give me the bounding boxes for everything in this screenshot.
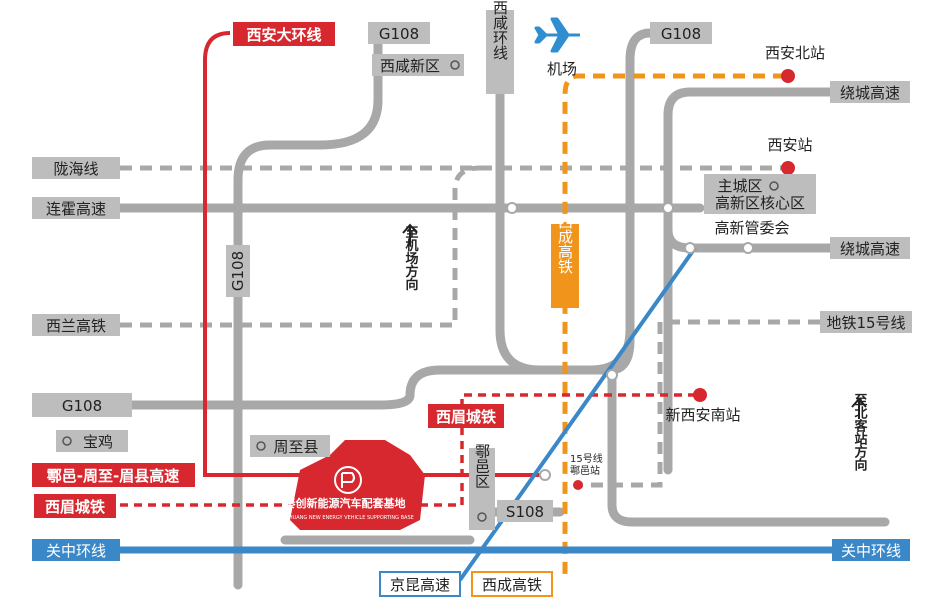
- svg-text:西眉城铁: 西眉城铁: [436, 408, 496, 426]
- label-guanzhong-left: 关中环线: [32, 539, 120, 561]
- station-ring-icon: [506, 202, 518, 214]
- label-ring-road: 西安大环线: [233, 22, 335, 46]
- label-raocheng-right: 绕城高速: [830, 237, 910, 259]
- svg-text:S108: S108: [506, 503, 544, 521]
- label-line15-huyi: 15号线鄠邑站: [570, 452, 603, 477]
- metro15-line: [580, 319, 820, 488]
- label-hitech-committee: 高新管委会: [714, 219, 789, 237]
- svg-text:关中环线: 关中环线: [841, 542, 901, 560]
- label-main-city: 主城区 高新区核心区: [704, 174, 816, 214]
- road-network: [115, 28, 890, 590]
- svg-text:鄠邑区: 鄠邑区: [473, 444, 491, 489]
- label-g108-top-left: G108: [368, 22, 430, 44]
- svg-text:西兰高铁: 西兰高铁: [46, 317, 106, 335]
- svg-text:西咸环线: 西咸环线: [491, 0, 509, 60]
- label-g108-top-right: G108: [650, 22, 712, 44]
- label-huyi-district: 鄠邑区: [469, 444, 495, 530]
- svg-text:绕城高速: 绕城高速: [840, 84, 900, 102]
- g108-vertical-road: [233, 35, 383, 590]
- svg-text:关中环线: 关中环线: [46, 542, 106, 560]
- svg-text:至机场方向: 至机场方向: [403, 226, 419, 292]
- svg-text:G108: G108: [229, 251, 247, 291]
- label-xicheng-bottom: 西成高铁: [471, 571, 553, 597]
- svg-text:宝鸡: 宝鸡: [83, 433, 113, 451]
- base-name: 秦创新能源汽车配套基地: [284, 496, 406, 510]
- label-raocheng-top: 绕城高速: [830, 81, 910, 103]
- label-guanzhong-right: 关中环线: [832, 539, 910, 561]
- station-ring-icon: [606, 369, 618, 381]
- station-ring-icon: [539, 469, 551, 481]
- label-lianhuo: 连霍高速: [32, 197, 120, 219]
- line15-dot: [573, 480, 583, 490]
- label-g108-left: G108: [32, 393, 132, 417]
- svg-text:高新区核心区: 高新区核心区: [715, 194, 805, 212]
- station-dots: [573, 69, 795, 490]
- airport-label: 机场: [547, 60, 577, 78]
- label-g108-vertical: G108: [226, 245, 250, 297]
- label-s108: S108: [497, 500, 553, 522]
- svg-text:地铁15号线: 地铁15号线: [826, 314, 905, 332]
- svg-text:绕城高速: 绕城高速: [840, 240, 900, 258]
- label-xilan: 西兰高铁: [32, 314, 120, 336]
- svg-text:至北客站方向: 至北客站方向: [852, 393, 868, 472]
- svg-text:G108: G108: [62, 397, 102, 415]
- interchange-rings: [506, 202, 754, 481]
- label-to-north-station: 至北客站方向: [851, 393, 868, 472]
- svg-text:西咸新区: 西咸新区: [380, 57, 440, 75]
- station-ring-icon: [662, 202, 674, 214]
- xilan-line: [120, 165, 481, 328]
- xian-station-dot: [781, 161, 795, 175]
- svg-text:西成高铁: 西成高铁: [556, 214, 574, 274]
- label-new-south: 新西安南站: [665, 406, 740, 424]
- svg-text:京昆高速: 京昆高速: [390, 576, 450, 594]
- svg-text:连霍高速: 连霍高速: [46, 200, 106, 218]
- svg-text:G108: G108: [661, 25, 701, 43]
- label-huyi-highway: 鄠邑-周至-眉县高速: [32, 463, 195, 487]
- svg-text:主城区: 主城区: [717, 177, 762, 195]
- station-ring-icon: [684, 242, 696, 254]
- label-xixian-ring: 西咸环线: [486, 0, 514, 94]
- base-silhouette: [290, 440, 425, 530]
- svg-text:西成高铁: 西成高铁: [482, 576, 542, 594]
- xian-ring-road: [203, 31, 545, 477]
- station-ring-icon: [742, 242, 754, 254]
- g108-right-road: [115, 28, 655, 410]
- jingkun-highway: [458, 246, 697, 582]
- svg-text:西眉城铁: 西眉城铁: [45, 498, 105, 516]
- label-zhouzhi: 周至县: [250, 435, 330, 457]
- svg-text:周至县: 周至县: [273, 438, 318, 456]
- raocheng-road: [663, 87, 840, 253]
- southeast-road: [607, 370, 890, 527]
- label-baoji: 宝鸡: [56, 430, 128, 452]
- label-metro15: 地铁15号线: [820, 311, 912, 333]
- base-name-en: QINCHUANG NEW ENERGY VEHICLE SUPPORTING …: [276, 515, 414, 521]
- airplane-icon: [534, 17, 580, 53]
- ximei-rail-right: [420, 393, 700, 507]
- label-xicheng-vertical: 西成高铁: [551, 214, 579, 308]
- svg-text:西安大环线: 西安大环线: [246, 26, 321, 44]
- label-xixian-newdistrict: 西咸新区: [372, 54, 464, 76]
- label-longhai: 陇海线: [32, 157, 120, 179]
- xian-north-dot: [781, 69, 795, 83]
- label-xian-station: 西安站: [767, 136, 812, 154]
- svg-text:G108: G108: [379, 25, 419, 43]
- xicheng-rail: [562, 73, 785, 580]
- label-to-airport: 至机场方向: [402, 223, 419, 292]
- label-jingkun: 京昆高速: [379, 571, 461, 597]
- rail-lines: [120, 165, 820, 488]
- new-south-dot: [693, 388, 707, 402]
- label-ximei-left: 西眉城铁: [34, 494, 116, 518]
- label-ximei-city-rail: 西眉城铁: [428, 404, 504, 428]
- qinchuang-logo-icon: [334, 466, 362, 494]
- svg-text:陇海线: 陇海线: [53, 160, 98, 178]
- label-xian-north: 西安北站: [765, 44, 825, 62]
- svg-text:鄠邑-周至-眉县高速: 鄠邑-周至-眉县高速: [47, 467, 179, 485]
